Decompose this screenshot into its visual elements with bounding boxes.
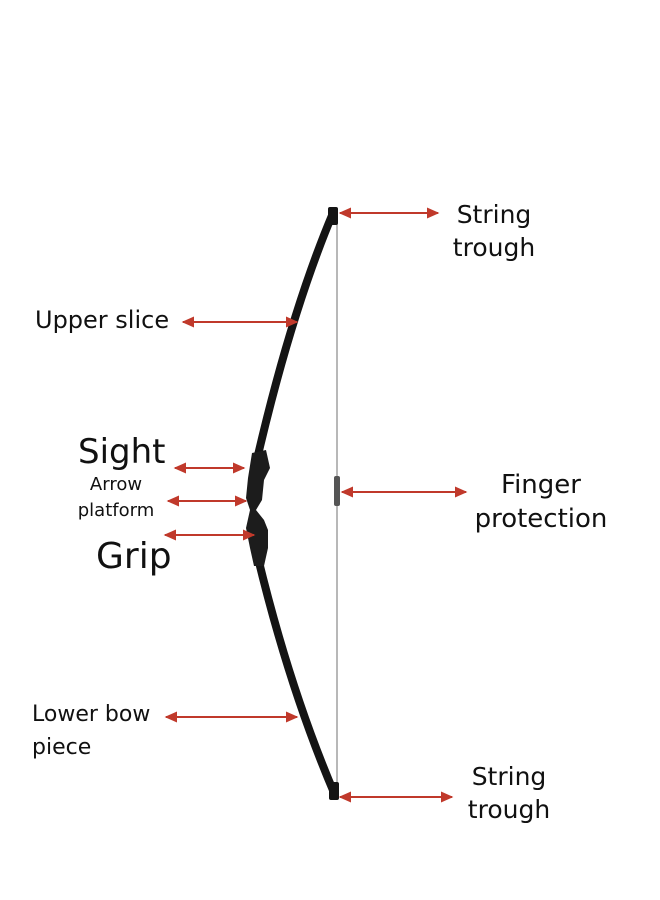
bow-riser (246, 450, 270, 566)
upper-string-trough (328, 207, 338, 225)
label-upper-slice: Upper slice (35, 306, 170, 334)
lower-limb (254, 554, 339, 799)
upper-limb (251, 209, 337, 472)
label-grip: Grip (96, 536, 172, 577)
label-arrow-platform: Arrow platform (77, 474, 155, 522)
finger-protection-piece (334, 476, 340, 506)
label-finger-protection: Finger protection (474, 470, 608, 535)
label-string-trough-bottom: String trough (467, 762, 551, 824)
lower-string-trough (329, 782, 339, 800)
label-sight: Sight (78, 432, 166, 472)
label-string-trough-top: String trough (452, 200, 536, 262)
label-lower-bow-piece: Lower bow piece (32, 702, 151, 760)
